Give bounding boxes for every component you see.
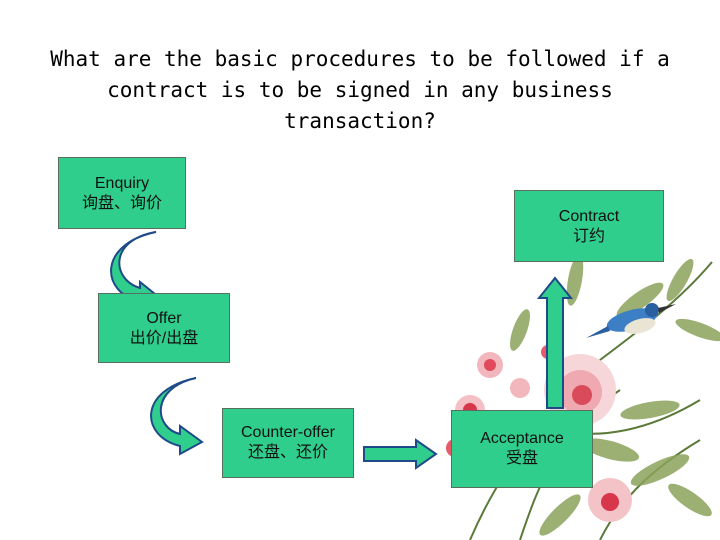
acceptance-box: Acceptance 受盘 [451,410,593,488]
enquiry-box: Enquiry 询盘、询价 [58,157,186,229]
arrow-acceptance-contract [536,276,574,409]
contract-label-zh: 订约 [572,228,605,245]
offer-label: Offer [146,310,182,327]
title-line-2: contract is to be signed in any business… [107,78,613,133]
page-title: What are the basic procedures to be foll… [30,44,690,137]
acceptance-label-zh: 受盘 [505,450,538,467]
curved-arrow-offer-counter [150,377,204,456]
contract-box: Contract 订约 [514,190,664,262]
acceptance-label: Acceptance [480,430,564,447]
counter-offer-label: Counter-offer [241,424,335,441]
contract-label: Contract [558,208,620,225]
arrow-counter-acceptance [363,438,438,470]
title-line-1: What are the basic procedures to be foll… [50,47,670,71]
offer-box: Offer 出价/出盘 [98,293,230,363]
counter-offer-label-zh: 还盘、还价 [247,444,328,461]
enquiry-label: Enquiry [94,175,150,192]
enquiry-label-zh: 询盘、询价 [81,195,162,212]
offer-label-zh: 出价/出盘 [129,330,199,347]
counter-offer-box: Counter-offer 还盘、还价 [222,408,354,478]
